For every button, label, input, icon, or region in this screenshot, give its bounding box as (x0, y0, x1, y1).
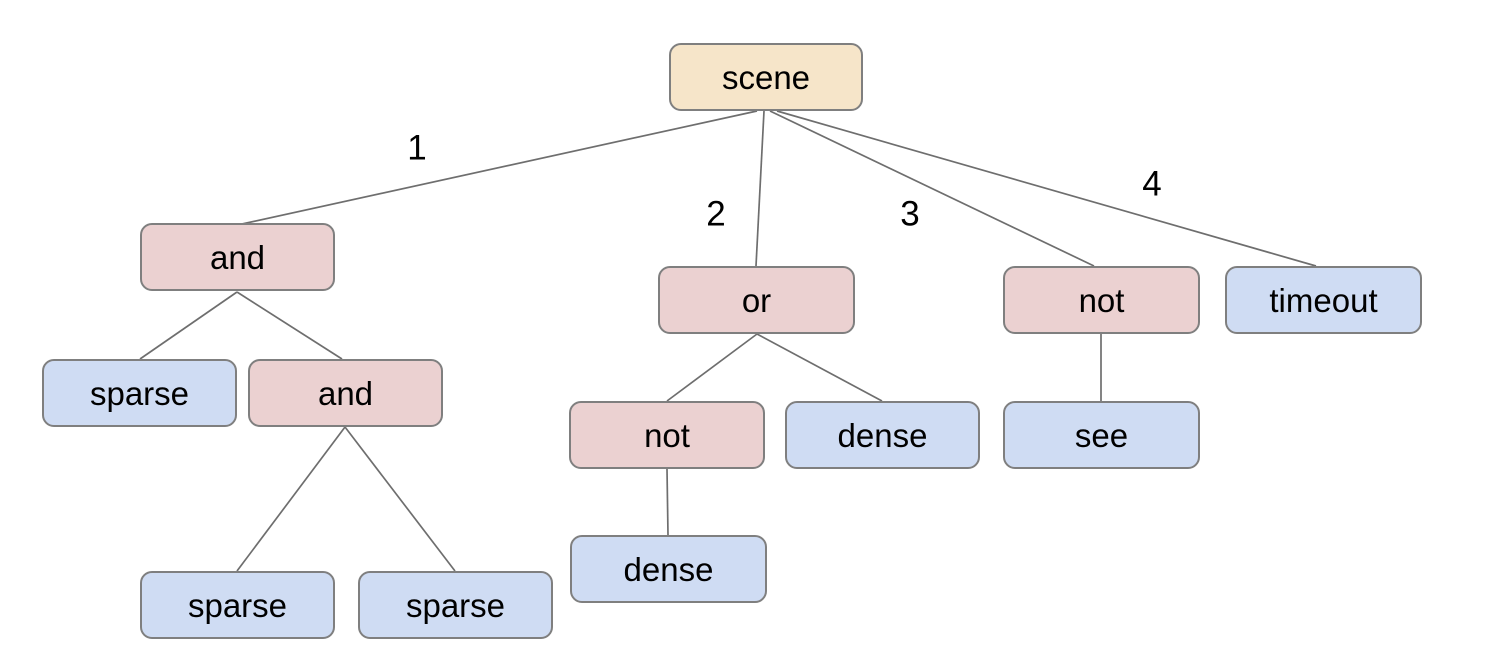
node-not-2: not (569, 401, 765, 469)
node-label: scene (721, 58, 811, 96)
node-and-2: and (248, 359, 443, 427)
edge-label-4: 4 (1142, 165, 1161, 204)
edge-or-1-not-2 (666, 333, 758, 402)
edge-and-1-sparse-1 (139, 291, 238, 360)
node-label: sparse (405, 586, 506, 624)
edge-scene-timeout (776, 110, 1317, 267)
node-label: sparse (187, 586, 288, 624)
node-label: timeout (1269, 281, 1378, 319)
edge-scene-or-1 (755, 110, 765, 267)
edge-label-1: 1 (407, 129, 426, 168)
node-label: not (1078, 281, 1125, 319)
edge-label-3: 3 (900, 195, 919, 234)
node-label: dense (623, 550, 714, 588)
edge-and-1-and-2 (236, 291, 343, 360)
edge-and-2-sparse-2 (236, 426, 346, 572)
node-label: or (741, 281, 772, 319)
node-and-1: and (140, 223, 335, 291)
edge-scene-and-1 (241, 110, 758, 225)
node-label: sparse (89, 374, 190, 412)
node-not-1: not (1003, 266, 1200, 334)
node-label: dense (837, 416, 928, 454)
node-sparse-2: sparse (140, 571, 335, 639)
node-label: and (209, 238, 266, 276)
node-timeout: timeout (1225, 266, 1422, 334)
edge-and-2-sparse-3 (344, 426, 456, 572)
node-or-1: or (658, 266, 855, 334)
node-dense-1: dense (785, 401, 980, 469)
node-dense-2: dense (570, 535, 767, 603)
node-sparse-1: sparse (42, 359, 237, 427)
edge-or-1-dense-1 (756, 333, 883, 402)
edge-scene-not-1 (769, 110, 1095, 267)
node-see: see (1003, 401, 1200, 469)
node-label: see (1074, 416, 1129, 454)
edge-not-2-dense-2 (666, 468, 669, 536)
node-sparse-3: sparse (358, 571, 553, 639)
edge-label-2: 2 (706, 195, 725, 234)
node-scene: scene (669, 43, 863, 111)
node-label: and (317, 374, 374, 412)
node-label: not (644, 416, 690, 454)
